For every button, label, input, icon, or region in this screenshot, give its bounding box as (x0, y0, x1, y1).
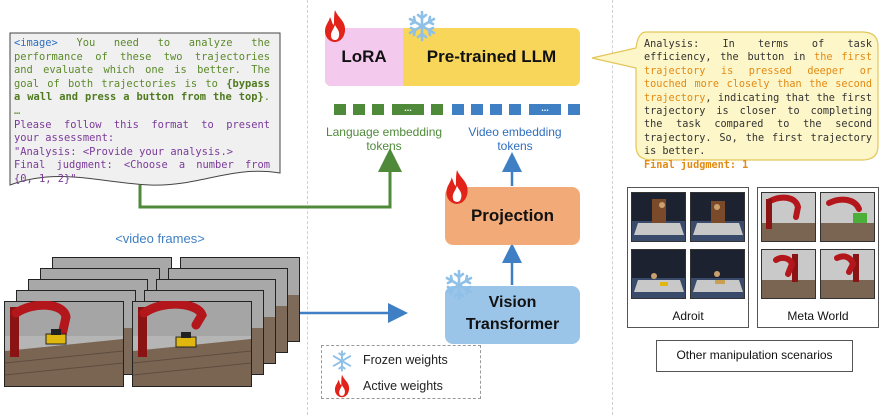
adroit-panel (627, 187, 749, 328)
flame-icon (325, 10, 346, 42)
video-frame-front-b (132, 301, 252, 387)
divider-right (612, 0, 613, 415)
language-token-ellipsis: ... (392, 104, 424, 115)
video-frames-label: <video frames> (115, 231, 205, 246)
vision-transformer-label: Vision Transformer (465, 294, 560, 333)
flame-icon (446, 170, 468, 204)
legend-frozen-label: Frozen weights (363, 353, 448, 367)
analysis-suffix: , indicating that the first trajectory i… (644, 92, 872, 158)
flame-icon (334, 374, 350, 398)
prompt-to-language-arrow (138, 148, 402, 209)
weights-legend (321, 345, 481, 399)
meta-world-scene (820, 249, 875, 299)
projection-label: Projection (470, 206, 555, 225)
analysis-text: Analysis: In terms of task efficiency, t… (644, 38, 872, 172)
adroit-scene (690, 192, 745, 242)
analysis-judgment: Final judgment: 1 (644, 159, 749, 171)
meta-world-label: Meta World (787, 309, 849, 323)
prompt-judgment-line: Final judgment: <Choose a number from {0… (14, 159, 270, 185)
meta-world-scene (761, 249, 816, 299)
language-token (372, 104, 384, 115)
snowflake-icon (408, 10, 436, 42)
lora-label: LoRA (341, 47, 387, 66)
snowflake-icon (332, 350, 352, 372)
prompt-text: <image> You need to analyze the performa… (14, 37, 270, 187)
prompt-format-line: Please follow this format to present you… (14, 118, 270, 145)
meta-world-scene (820, 192, 875, 242)
prompt-goal: {bypass a wall and press a button from t… (14, 77, 270, 104)
video-token (509, 104, 521, 115)
analysis-prefix: Analysis: In terms of task efficiency, t… (644, 39, 872, 64)
adroit-scene (631, 249, 686, 299)
analysis-highlight: the first trajectory is pressed deeper o… (644, 52, 873, 104)
legend-active-label: Active weights (363, 379, 443, 393)
other-scenarios-box (656, 340, 853, 372)
prompt-analysis-line: "Analysis: <Provide your analysis.> (14, 145, 233, 158)
language-token (334, 104, 346, 115)
language-token (353, 104, 365, 115)
video-token (452, 104, 464, 115)
prompt-instruction: You need to analyze the performance of t… (14, 37, 270, 90)
video-frame-front-a (4, 301, 124, 387)
video-token (471, 104, 483, 115)
llm-label: Pre-trained LLM (426, 47, 557, 66)
vision-transformer-block (445, 286, 580, 344)
prompt-document (9, 32, 281, 186)
video-embedding-label: Video embedding tokens (468, 125, 562, 153)
meta-world-scene (761, 192, 816, 242)
language-token (431, 104, 443, 115)
meta-world-panel (757, 187, 879, 328)
video-token (568, 104, 580, 115)
analysis-bubble (591, 31, 879, 161)
other-scenarios-label: Other manipulation scenarios (676, 348, 833, 362)
video-token-ellipsis: ... (529, 104, 561, 115)
image-tag: <image> (14, 37, 58, 49)
adroit-label: Adroit (672, 309, 704, 323)
video-token (490, 104, 502, 115)
prompt-ellipsis: . … (14, 91, 270, 117)
adroit-scene (690, 249, 745, 299)
language-embedding-label: Language embedding tokens (325, 125, 443, 153)
adroit-scene (631, 192, 686, 242)
snowflake-icon (445, 269, 473, 301)
projection-block (445, 187, 580, 245)
